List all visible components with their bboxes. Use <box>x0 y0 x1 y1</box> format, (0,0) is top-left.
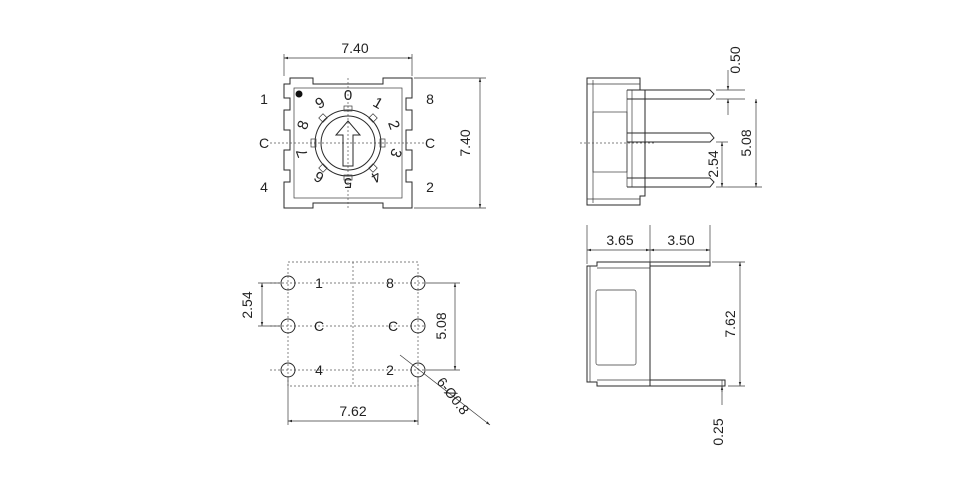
footprint-width-dimension: 7.62 <box>287 378 419 425</box>
dial-digit: 7 <box>293 146 312 160</box>
dial-digit: 4 <box>368 167 384 186</box>
side-offset-dimension: 0.50 <box>716 46 745 115</box>
svg-text:2.54: 2.54 <box>239 291 255 318</box>
dial-digit: 2 <box>384 118 403 132</box>
pin-label-4: 4 <box>260 179 268 195</box>
dial-digit: 0 <box>344 87 352 104</box>
front-bottom-dimension: 0.25 <box>710 380 726 446</box>
svg-text:6-Ø0.8: 6-Ø0.8 <box>434 374 473 418</box>
front-view: 3.65 3.50 7.62 0.25 <box>586 225 745 446</box>
front-view-lead <box>650 261 726 387</box>
svg-text:2.54: 2.54 <box>705 150 721 177</box>
pin-label-2: 2 <box>426 179 434 195</box>
rotary-dial <box>310 105 386 181</box>
top-width-dimension: 7.40 <box>283 40 413 76</box>
pad-label-2: 2 <box>386 362 394 378</box>
dial-digit: 8 <box>294 118 313 132</box>
pad-hole <box>410 362 426 378</box>
svg-text:7.62: 7.62 <box>722 310 738 337</box>
pad-label-8: 8 <box>386 275 394 291</box>
footprint-view: 1 C 4 8 C 2 2.54 5.08 7.62 6-Ø0 <box>239 261 491 426</box>
pin1-marker-dot <box>295 90 303 98</box>
svg-text:5.08: 5.08 <box>738 129 754 156</box>
svg-text:5.08: 5.08 <box>433 312 449 339</box>
side-view-pins <box>626 89 715 188</box>
pad-hole <box>410 275 426 291</box>
side-pitch-dimension: 2.54 <box>705 141 728 188</box>
pad-hole <box>280 362 296 378</box>
dial-digit: 5 <box>344 174 352 191</box>
footprint-span-dimension: 5.08 <box>426 282 460 371</box>
dial-digit: 6 <box>311 167 327 186</box>
front-height-dimension: 7.62 <box>712 261 745 387</box>
pad-hole <box>410 318 426 334</box>
side-view-window <box>592 111 628 173</box>
footprint-holes <box>280 275 426 378</box>
pad-label-1: 1 <box>315 275 323 291</box>
top-view: 0 1 2 3 4 5 6 7 8 9 1 C 4 8 C 2 7.40 <box>259 40 486 210</box>
svg-text:7.40: 7.40 <box>457 129 473 156</box>
pin-label-c-left: C <box>259 135 269 151</box>
top-height-dimension: 7.40 <box>414 77 486 209</box>
dial-digits: 0 1 2 3 4 5 6 7 8 9 <box>293 87 405 191</box>
footprint-pitch-dimension: 2.54 <box>239 282 280 327</box>
hole-diameter-callout: 6-Ø0.8 <box>399 354 491 426</box>
dial-digit: 9 <box>312 94 328 113</box>
pad-hole <box>280 275 296 291</box>
svg-text:7.40: 7.40 <box>341 40 368 56</box>
svg-text:0.25: 0.25 <box>710 418 726 445</box>
side-view: 0.50 2.54 5.08 <box>580 46 762 206</box>
pad-label-c-right: C <box>388 318 398 334</box>
side-span-dimension: 5.08 <box>728 99 762 188</box>
svg-text:7.62: 7.62 <box>339 403 366 419</box>
svg-text:3.50: 3.50 <box>667 232 694 248</box>
pad-hole <box>280 318 296 334</box>
front-view-window <box>595 289 637 366</box>
top-view-body <box>283 77 413 209</box>
pad-label-c-left: C <box>314 318 324 334</box>
svg-text:3.65: 3.65 <box>606 232 633 248</box>
dial-digit: 1 <box>370 94 386 113</box>
pad-label-4: 4 <box>315 362 323 378</box>
pin-label-8: 8 <box>426 91 434 107</box>
front-view-body <box>586 261 651 387</box>
side-view-body <box>586 77 646 206</box>
svg-text:0.50: 0.50 <box>727 46 743 73</box>
pin-label-c-right: C <box>425 135 435 151</box>
pin-label-1: 1 <box>260 91 268 107</box>
dial-arrow-icon <box>334 120 362 167</box>
front-width-dimensions: 3.65 3.50 <box>586 225 711 264</box>
